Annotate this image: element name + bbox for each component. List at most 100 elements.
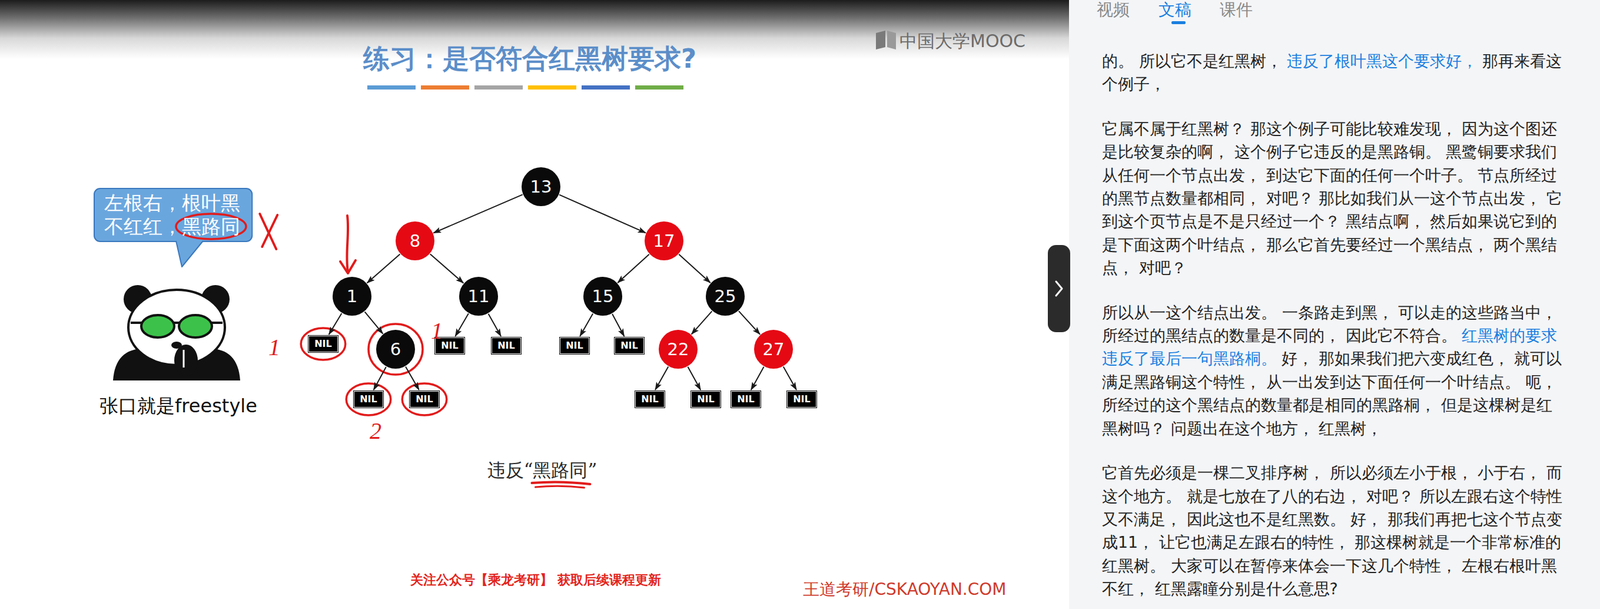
- tree-edge: [612, 313, 624, 337]
- bar-segment: [474, 85, 523, 90]
- node-label: 6: [390, 339, 401, 360]
- node-label: NIL: [620, 339, 639, 352]
- node-label: NIL: [440, 339, 459, 352]
- nil-leaf: NIL: [559, 336, 590, 355]
- handle-body: [1047, 244, 1071, 333]
- tree-edge: [678, 254, 711, 283]
- node-label: 25: [714, 286, 737, 307]
- tree-edge: [559, 194, 646, 234]
- bubble-body: [94, 188, 252, 242]
- node-label: 15: [592, 286, 614, 307]
- node-label: 11: [467, 286, 490, 307]
- hand-arrow: [346, 215, 348, 272]
- transcript-sentence: 它首先必须是一棵二叉排序树， 所以必须左小于根， 小于右， 而这个地方。 就是七…: [1101, 463, 1563, 598]
- tree-edge: [617, 254, 650, 283]
- tree-edge: [691, 310, 713, 334]
- node-label: 17: [653, 230, 676, 251]
- nil-leaf: NIL: [307, 334, 339, 353]
- tree-node: 13: [521, 167, 561, 207]
- transcript-paragraph: 它属不属于红黑树？ 那这个例子可能比较难发现， 因为这个图还是比较复杂的啊， 这…: [1101, 117, 1568, 280]
- tree-node: 1: [332, 276, 372, 316]
- tree-edge: [455, 313, 469, 337]
- nil-leaf: NIL: [353, 390, 384, 408]
- tab-underline: [1171, 21, 1186, 25]
- color-bar: [367, 85, 684, 90]
- node-label: NIL: [565, 339, 584, 352]
- bubble-text: 左根右，根叶黑 不红红，黑路同: [104, 191, 242, 239]
- callout-number: 1: [430, 316, 443, 345]
- tree-edge: [738, 310, 760, 335]
- tree-node: 27: [754, 329, 793, 369]
- tree-node: 17: [644, 221, 684, 261]
- logo-text: 中国大学MOOC: [899, 29, 1026, 54]
- hand-arrow-head: [340, 260, 356, 274]
- node-label: 22: [667, 339, 690, 360]
- mooc-logo-icon: [875, 30, 896, 50]
- panda-caption: 张口就是freestyle: [99, 393, 258, 420]
- tree-edge: [373, 366, 387, 390]
- nil-leaf: NIL: [786, 390, 818, 408]
- node-label: NIL: [497, 339, 516, 352]
- hand-circle: [300, 327, 346, 360]
- bar-segment: [367, 85, 416, 90]
- transcript-sentence: 它属不属于红黑树？ 那这个例子可能比较难发现， 因为这个图还是比较复杂的啊， 这…: [1101, 119, 1563, 277]
- tree-edge: [751, 366, 765, 390]
- callout-number: 2: [369, 416, 382, 445]
- red-handwriting: [340, 215, 356, 274]
- nil-leaf: NIL: [730, 390, 762, 408]
- bubble-tail: [176, 240, 204, 267]
- nil-leaf: NIL: [490, 336, 522, 355]
- tab: 视频: [1096, 0, 1130, 21]
- tree-edge: [687, 366, 701, 390]
- transcript-paragraph: 所以从一这个结点出发。 一条路走到黑， 可以走的这些路当中， 所经过的黑结点的数…: [1101, 300, 1568, 440]
- node-label: 1: [346, 286, 358, 307]
- bar-segment: [420, 85, 470, 90]
- transcript-paragraph: 它首先必须是一棵二叉排序树， 所以必须左小于根， 小于右， 而这个地方。 就是七…: [1101, 460, 1568, 600]
- tree-edge: [405, 366, 420, 390]
- nil-leaf: NIL: [690, 390, 722, 408]
- callout-number: 1: [268, 333, 281, 361]
- chevron-icon: [1056, 281, 1062, 296]
- transcript-text: 的。 所以它不是红黑树，违反了根叶黑这个要求好，那再来看这个例子， 它属不属于红黑…: [1101, 49, 1568, 609]
- tree-edge: [655, 366, 669, 390]
- footer-note: 关注公众号【乘龙考研】 获取后续课程更新: [410, 571, 662, 589]
- watermark: 王道考研/CSKAOYAN.COM: [802, 578, 1007, 601]
- tree-edge: [579, 313, 593, 337]
- hand-cross: [259, 213, 278, 250]
- node-label: 8: [409, 230, 421, 251]
- tree-edge: [367, 253, 401, 283]
- tree-edge: [364, 311, 384, 334]
- glasses-lens: [178, 314, 212, 338]
- tree-node: 8: [395, 221, 435, 261]
- tree-edge: [433, 194, 523, 233]
- node-label: NIL: [696, 393, 715, 406]
- tree-node: 15: [583, 276, 623, 316]
- hand-circle: [368, 323, 423, 375]
- tree-node: 22: [658, 329, 698, 369]
- tree-edge: [430, 253, 464, 283]
- node-label: NIL: [415, 393, 434, 406]
- node-label: 27: [762, 339, 785, 360]
- nil-leaf: NIL: [634, 390, 666, 408]
- transcript-sentence: 的。 所以它不是红黑树，: [1101, 51, 1283, 71]
- bar-segment: [528, 85, 577, 90]
- speech-bubble: 左根右，根叶黑 不红红，黑路同: [93, 187, 253, 242]
- collapse-handle: [1045, 243, 1072, 334]
- panda-paw: [174, 344, 198, 377]
- transcript-panel: 的。 所以它不是红黑树，违反了根叶黑这个要求好，那再来看这个例子， 它属不属于红黑…: [1069, 0, 1600, 609]
- hand-circle: [346, 383, 391, 416]
- transcript-paragraph: 的。 所以它不是红黑树，违反了根叶黑这个要求好，那再来看这个例子，: [1101, 49, 1568, 96]
- node-label: NIL: [359, 393, 378, 406]
- glasses-lens: [141, 314, 175, 338]
- paw-finger: [183, 349, 185, 368]
- bar-segment: [581, 85, 630, 90]
- node-label: NIL: [641, 393, 659, 406]
- nil-leaf: NIL: [409, 390, 440, 408]
- highlighted-sentence: 违反了根叶黑这个要求好，: [1286, 51, 1478, 71]
- bar-segment: [635, 85, 684, 90]
- node-label: 13: [530, 176, 553, 197]
- tree-edge: [783, 366, 797, 390]
- node-label: NIL: [792, 393, 811, 406]
- nil-leaf: NIL: [613, 336, 645, 355]
